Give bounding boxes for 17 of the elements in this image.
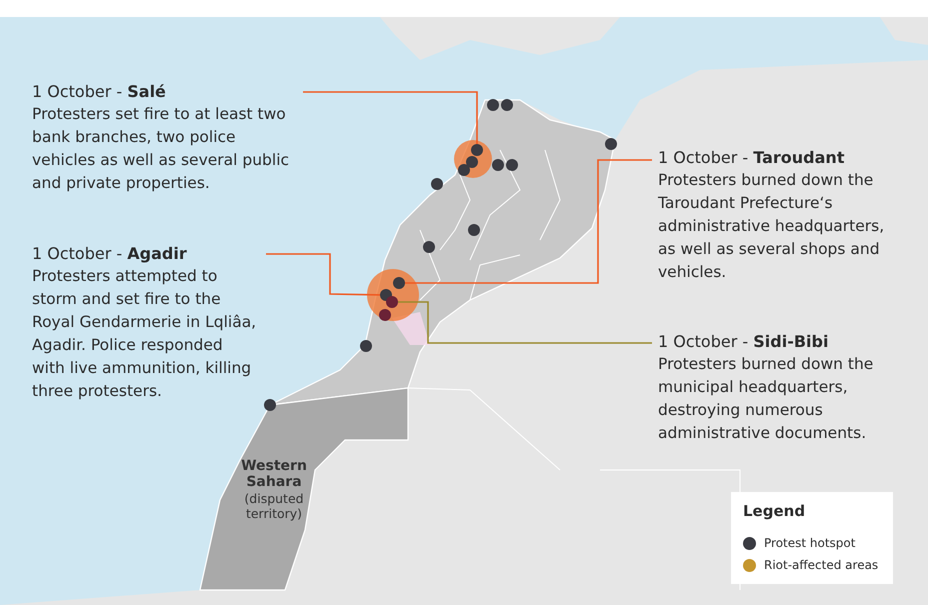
legend-label: Riot-affected areas bbox=[764, 558, 878, 572]
annotation-text: Protesters attempted to storm and set fire to the Royal Gendarmerie in Lqliâa, Agadir. Police responded with live ammunition, killing three protesters. bbox=[32, 266, 258, 402]
annotation-heading: 1 October - Salé bbox=[32, 81, 167, 103]
region-label: (disputed territory) bbox=[243, 491, 305, 521]
annotation-heading: 1 October - Agadir bbox=[32, 243, 188, 265]
annotation-text: Protesters set fire to at least two bank branches, two police vehicles as well as several public and private properties. bbox=[32, 104, 290, 194]
legend-label: Protest hotspot bbox=[764, 536, 856, 550]
leader-line bbox=[398, 301, 652, 344]
leader-line bbox=[266, 253, 380, 296]
annotation-heading: 1 October - Taroudant bbox=[658, 147, 846, 169]
annotation-text: Protesters burned down the Taroudant Prefecture‘s administrative headquarters, as well as several shops and vehicles. bbox=[658, 170, 886, 283]
legend-title: Legend bbox=[743, 502, 806, 520]
leader-line bbox=[303, 91, 478, 144]
annotation-heading: 1 October - Sidi-Bibi bbox=[658, 331, 830, 353]
annotation-text: Protesters burned down the municipal headquarters, destroying numerous administrative documents. bbox=[658, 354, 874, 444]
leader-line bbox=[405, 159, 652, 284]
region-label: Western Sahara bbox=[240, 458, 308, 490]
